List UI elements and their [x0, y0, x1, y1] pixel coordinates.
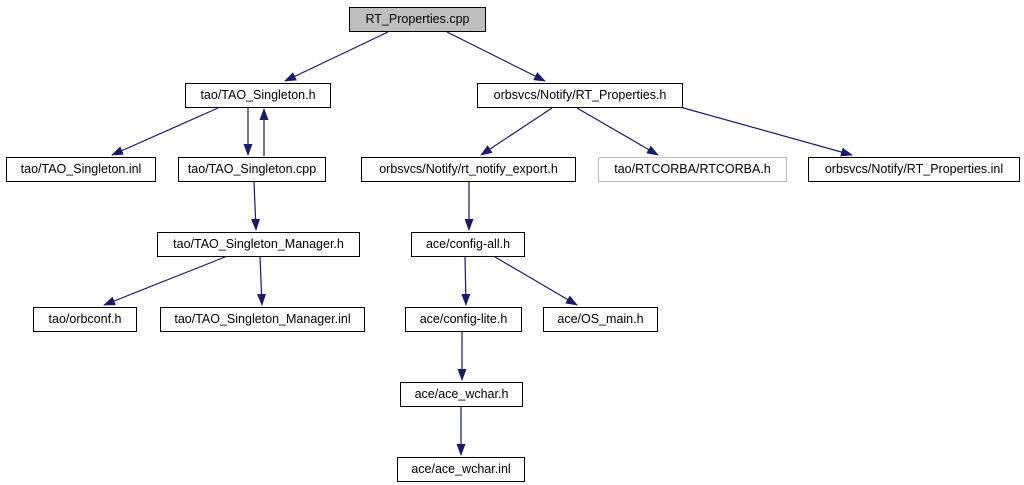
edge-cpp-to-singleton-h: [284, 31, 389, 82]
node-tao-singleton-manager-inl[interactable]: tao/TAO_Singleton_Manager.inl: [160, 307, 365, 332]
node-tao-rtcorba-h: tao/RTCORBA/RTCORBA.h: [598, 157, 787, 182]
edge-config-all-to-os-main: [494, 256, 578, 306]
node-tao-orbconf-h[interactable]: tao/orbconf.h: [33, 307, 137, 332]
node-tao-singleton-inl[interactable]: tao/TAO_Singleton.inl: [6, 157, 156, 182]
node-tao-singleton-manager-h[interactable]: tao/TAO_Singleton_Manager.h: [157, 232, 360, 257]
edge-rt-properties-h-to-export: [480, 107, 553, 156]
edge-config-all-to-config-lite: [461, 256, 471, 306]
edge-manager-h-to-manager-inl: [257, 256, 267, 306]
edge-singleton-h-to-inl: [111, 107, 219, 156]
node-rt-notify-export-h[interactable]: orbsvcs/Notify/rt_notify_export.h: [361, 157, 576, 182]
node-tao-singleton-h[interactable]: tao/TAO_Singleton.h: [185, 83, 331, 108]
node-ace-config-all-h[interactable]: ace/config-all.h: [411, 232, 525, 257]
node-ace-ace-wchar-h[interactable]: ace/ace_wchar.h: [400, 382, 523, 407]
edge-rt-properties-h-to-rtcorba: [576, 107, 659, 156]
edge-rt-properties-h-to-inl: [679, 106, 853, 157]
edge-cpp-to-rt-properties-h: [446, 31, 546, 82]
node-ace-ace-wchar-inl[interactable]: ace/ace_wchar.inl: [397, 457, 525, 482]
node-ace-os-main-h[interactable]: ace/OS_main.h: [543, 307, 658, 332]
node-ace-config-lite-h[interactable]: ace/config-lite.h: [405, 307, 522, 332]
node-notify-rt-properties-h[interactable]: orbsvcs/Notify/RT_Properties.h: [477, 83, 683, 108]
node-rt-properties-cpp: RT_Properties.cpp: [349, 7, 486, 32]
edge-manager-h-to-orbconf: [103, 256, 226, 306]
node-notify-rt-properties-inl[interactable]: orbsvcs/Notify/RT_Properties.inl: [808, 157, 1020, 182]
edge-singleton-cpp-to-manager-h: [251, 181, 261, 231]
node-tao-singleton-cpp[interactable]: tao/TAO_Singleton.cpp: [178, 157, 326, 182]
